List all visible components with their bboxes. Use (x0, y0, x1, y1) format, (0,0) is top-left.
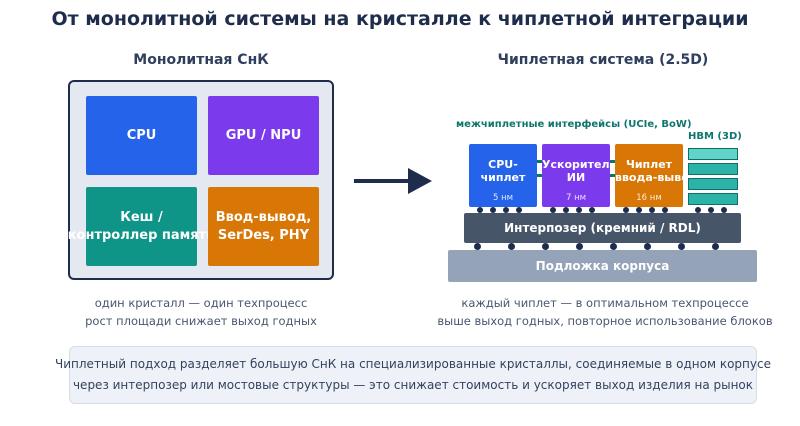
micro-bump (695, 207, 701, 213)
micro-bump (649, 207, 655, 213)
micro-bump (708, 207, 714, 213)
hbm-layer (688, 163, 738, 175)
micro-bump (576, 207, 582, 213)
summary-box (69, 346, 757, 404)
c4-bump (508, 243, 515, 250)
cpu-chiplet-node: 5 нм (492, 193, 514, 203)
summary-line-1: Чиплетный подход разделяет большую СнК н… (55, 357, 771, 371)
c4-bump (474, 243, 481, 250)
ai-chiplet-name: Ускоритель ИИ (542, 158, 617, 184)
cpu-block: CPU (86, 96, 197, 175)
cpu-chiplet: CPU- чиплет 5 нм (469, 144, 537, 207)
chiplet-link (610, 174, 615, 177)
page-title: От монолитной системы на кристалле к чип… (51, 8, 749, 30)
chiplet-heading: Чиплетная система (2.5D) (497, 52, 709, 68)
chiplet-link (537, 174, 542, 177)
cache-memory-controller-block: Кеш / контроллер памяти (68, 187, 215, 266)
c4-bump (542, 243, 549, 250)
chiplet-link (610, 160, 615, 163)
hbm-layer (688, 178, 738, 190)
micro-bump (563, 207, 569, 213)
micro-bump (490, 207, 496, 213)
c4-bump (610, 243, 617, 250)
io-chiplet: Чиплет ввода-вывода 16 нм (615, 144, 706, 207)
ai-accelerator-chiplet: Ускоритель ИИ 7 нм (542, 144, 617, 207)
micro-bump (550, 207, 556, 213)
c4-bump (576, 243, 583, 250)
io-chiplet-name: Чиплет ввода-вывода (615, 158, 706, 184)
hbm-label: HBM (3D) (688, 131, 742, 142)
c4-bump (712, 243, 719, 250)
c4-bump (644, 243, 651, 250)
micro-bump (477, 207, 483, 213)
micro-bump (721, 207, 727, 213)
monolithic-heading: Монолитная СнК (133, 52, 269, 68)
interposer: Интерпозер (кремний / RDL) (464, 213, 741, 243)
io-serdes-phy-block: Ввод-вывод, SerDes, PHY (208, 187, 319, 266)
c4-bump (678, 243, 685, 250)
io-chiplet-node: 16 нм (636, 193, 662, 203)
micro-bump (636, 207, 642, 213)
monolithic-caption-2: рост площади снижает выход годных (85, 314, 317, 328)
ai-chiplet-node: 7 нм (565, 193, 587, 203)
gpu-npu-block: GPU / NPU (208, 96, 319, 175)
chiplet-caption-1: каждый чиплет — в оптимальном техпроцесс… (461, 296, 749, 310)
summary-line-2: через интерпозер или мостовые структуры … (72, 378, 754, 392)
chiplet-link (537, 160, 542, 163)
transition-arrow-icon (354, 168, 432, 194)
package-substrate: Подложка корпуса (448, 250, 757, 282)
cpu-chiplet-name: CPU- чиплет (480, 158, 526, 184)
hbm-layer (688, 193, 738, 205)
monolithic-caption-1: один кристалл — один техпроцесс (94, 296, 308, 310)
micro-bump (503, 207, 509, 213)
interconnect-label: межчиплетные интерфейсы (UCIe, BoW) (456, 119, 692, 130)
micro-bump (623, 207, 629, 213)
micro-bump (516, 207, 522, 213)
micro-bump (662, 207, 668, 213)
hbm-layer (688, 148, 738, 160)
micro-bump (589, 207, 595, 213)
chiplet-caption-2: выше выход годных, повторное использован… (437, 314, 773, 328)
